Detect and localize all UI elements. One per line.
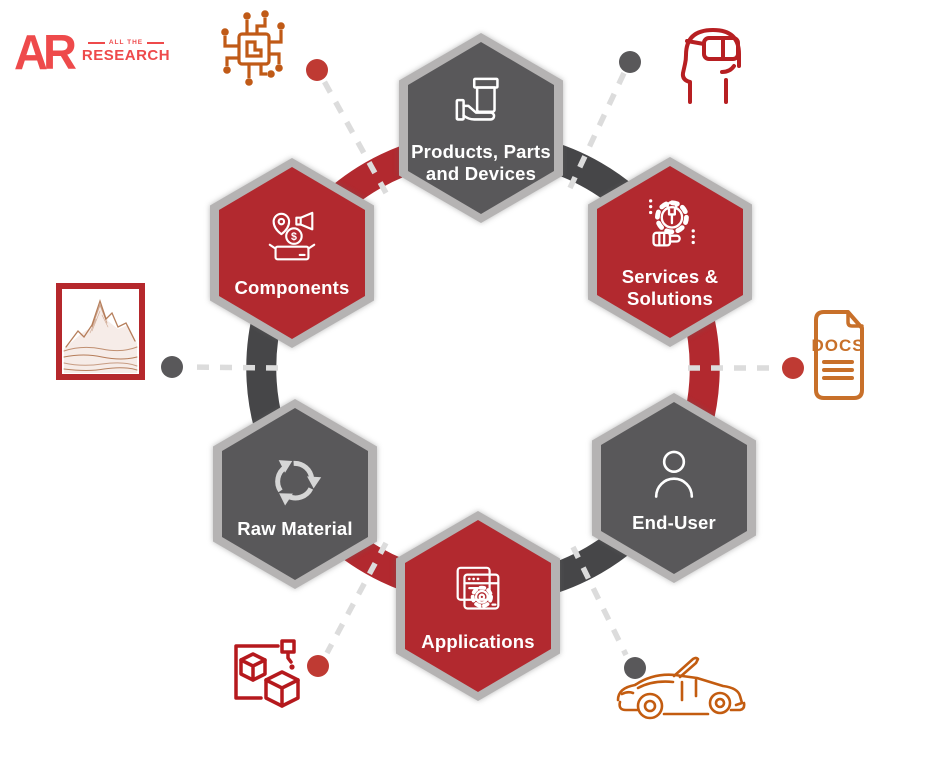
docs-label: DOCS xyxy=(811,336,864,355)
logo-tagline: ALL THE xyxy=(108,39,144,46)
hexagon-border: Applications xyxy=(396,511,560,701)
tagline-rule-left xyxy=(87,41,105,44)
hexagon-label: End-User xyxy=(632,511,716,533)
connector-dot-right xyxy=(782,357,804,379)
hexagon-border: Services & Solutions xyxy=(588,157,752,347)
recycle-arrows-icon xyxy=(275,451,326,509)
svg-text:$: $ xyxy=(291,231,297,243)
hexagon-components: $ Components xyxy=(210,158,374,348)
hexagon-border: Raw Material xyxy=(213,399,377,589)
tagline-rule-right xyxy=(147,41,165,44)
logo-name: RESEARCH xyxy=(81,47,171,64)
logo-monogram: AR xyxy=(14,23,77,80)
hexagon-end-user: End-User xyxy=(592,393,756,583)
3d-printer-cubes-icon xyxy=(224,634,310,727)
hexagon-products-parts-devices: Products, Parts and Devices xyxy=(399,33,563,223)
all-the-research-logo: AR ALL THE RESEARCH xyxy=(14,23,170,80)
circuit-chip-icon xyxy=(203,6,301,98)
components-marketing-icon: $ xyxy=(268,211,316,260)
hexagon-label: Services & Solutions xyxy=(621,265,719,309)
hexagon-label: Products, Parts and Devices xyxy=(411,140,551,184)
connector-dot-bottom-right xyxy=(624,657,646,679)
mountain-sketch-picture xyxy=(56,283,145,380)
hexagon-label: Applications xyxy=(421,630,535,652)
dashed-connector-bottom-right xyxy=(570,545,629,657)
logo-wordmark: ALL THE RESEARCH xyxy=(82,39,170,64)
hexagon-border: Products, Parts and Devices xyxy=(399,33,563,223)
hand-holding-product-icon xyxy=(455,77,499,121)
hexagon-applications: Applications xyxy=(396,511,560,701)
hexagon-label: Raw Material xyxy=(237,517,353,539)
connector-dot-bottom-left xyxy=(307,655,329,677)
hexagon-label: Components xyxy=(234,276,350,298)
person-icon xyxy=(654,450,694,498)
vr-headset-head-icon xyxy=(676,16,750,109)
document-icon: DOCS xyxy=(806,306,870,407)
hexagon-border: $ Components xyxy=(210,158,374,348)
app-windows-gear-icon xyxy=(456,566,500,610)
connector-dot-left xyxy=(161,356,183,378)
hexagon-raw-material: Raw Material xyxy=(213,399,377,589)
logo-tagline-row: ALL THE xyxy=(87,39,165,46)
connector-dot-top-right xyxy=(619,51,641,73)
hexagon-services-solutions: Services & Solutions xyxy=(588,157,752,347)
connector-dot-top-left xyxy=(306,59,328,81)
sports-car-icon xyxy=(612,650,748,731)
gear-wrench-approval-icon xyxy=(649,198,695,247)
dashed-connector-left xyxy=(187,364,279,371)
hexagon-border: End-User xyxy=(592,393,756,583)
